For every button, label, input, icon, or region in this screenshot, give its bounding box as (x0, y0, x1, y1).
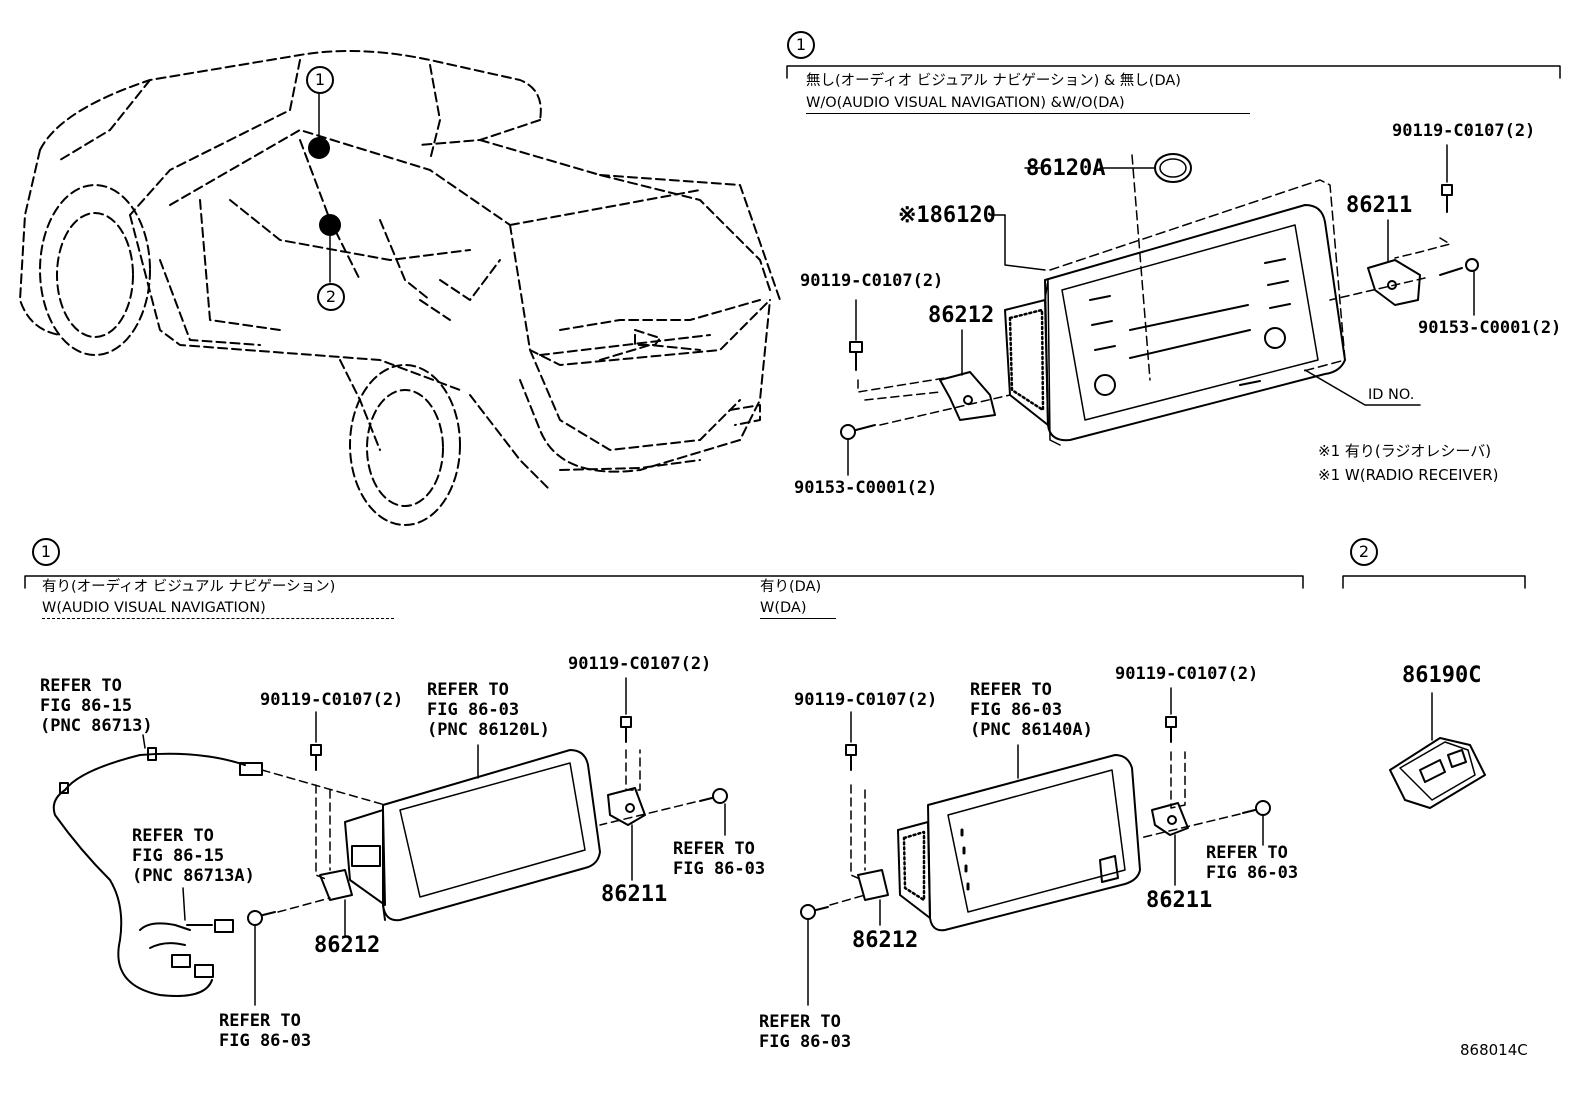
refer-unit-86140a: REFER TO FIG 86-03 (PNC 86140A) (970, 680, 1093, 740)
part-bracket-right-top: 86211 (1346, 193, 1413, 218)
refer-line: (PNC 86120L) (427, 720, 550, 740)
heading-en-nav: W(AUDIO VISUAL NAVIGATION) (42, 601, 394, 619)
screw-nav-right: 90119-C0107(2) (568, 654, 712, 674)
refer-line: FIG 86-15 (40, 696, 133, 716)
part-bracket-left-nav: 86212 (314, 933, 381, 958)
screw-top-left: 90119-C0107(2) (800, 271, 944, 291)
refer-line: REFER TO (40, 676, 122, 696)
screw-icon (1441, 144, 1453, 213)
callout-1-car: 1 (306, 66, 334, 94)
heading-jp-top: 無し(オーディオ ビジュアル ナビゲーション) & 無し(DA) (806, 73, 1181, 89)
refer-cable-86713a: REFER TO FIG 86-15 (PNC 86713A) (132, 826, 255, 886)
refer-line: REFER TO (673, 839, 755, 859)
part-usb-86190c: 86190C (1402, 663, 1482, 688)
note-en: ※1 W(RADIO RECEIVER) (1318, 466, 1499, 484)
refer-line: FIG 86-03 (219, 1031, 312, 1051)
id-number-label: ID NO. (1368, 387, 1415, 403)
bolt-top-left: 90153-C0001(2) (794, 478, 938, 498)
da-assembly (477, 687, 1271, 1006)
screw-icon (620, 677, 632, 743)
refer-line: FIG 86-03 (970, 700, 1063, 720)
receiver-assembly (840, 144, 1479, 476)
refer-line: (PNC 86713A) (132, 866, 255, 886)
callout-1-bottom: 1 (32, 538, 60, 566)
vehicle-drawing (19, 50, 781, 526)
part-receiver: ※186120 (898, 203, 996, 228)
refer-line: (PNC 86713) (40, 716, 153, 736)
nav-assembly (52, 677, 728, 1006)
figure-id: 868014C (1460, 1041, 1528, 1059)
refer-bolt-right-nav: REFER TO FIG 86-03 (673, 839, 765, 879)
refer-line: FIG 86-15 (132, 846, 225, 866)
heading-jp-nav: 有り(オーディオ ビジュアル ナビゲーション) (42, 579, 336, 595)
part-bracket-left-top: 86212 (928, 303, 995, 328)
refer-bolt-left-da: REFER TO FIG 86-03 (759, 1012, 851, 1052)
callout-2-bottom: 2 (1350, 538, 1378, 566)
refer-line: REFER TO (219, 1011, 301, 1031)
note-jp: ※1 有り(ラジオレシーバ) (1318, 442, 1492, 460)
part-knob: 86120A (1026, 156, 1106, 181)
screw-icon (1165, 687, 1177, 743)
refer-line: REFER TO (132, 826, 214, 846)
part-bracket-right-da: 86211 (1146, 888, 1213, 913)
screw-nav-left: 90119-C0107(2) (260, 690, 404, 710)
section-frames (24, 65, 1561, 589)
refer-line: (PNC 86140A) (970, 720, 1093, 740)
refer-line: REFER TO (427, 680, 509, 700)
heading-jp-da: 有り(DA) (760, 579, 822, 595)
callout-dot-2 (319, 214, 341, 236)
refer-line: FIG 86-03 (427, 700, 520, 720)
screw-top-right: 90119-C0107(2) (1392, 121, 1536, 141)
usb-port-assembly (1389, 692, 1486, 809)
bolt-icon (1242, 800, 1271, 846)
refer-line: REFER TO (1206, 843, 1288, 863)
bolt-icon (1439, 258, 1479, 316)
screw-icon (310, 711, 322, 771)
part-bracket-right-nav: 86211 (601, 882, 668, 907)
part-bracket-left-da: 86212 (852, 928, 919, 953)
bolt-icon (840, 424, 876, 476)
screw-da-left: 90119-C0107(2) (794, 690, 938, 710)
bolt-top-right: 90153-C0001(2) (1418, 318, 1562, 338)
refer-line: FIG 86-03 (1206, 863, 1299, 883)
heading-en-da: W(DA) (760, 601, 836, 619)
heading-en-top: W/O(AUDIO VISUAL NAVIGATION) &W/O(DA) (806, 96, 1250, 114)
refer-line: REFER TO (970, 680, 1052, 700)
refer-line: FIG 86-03 (759, 1032, 852, 1052)
refer-cable-86713: REFER TO FIG 86-15 (PNC 86713) (40, 676, 153, 736)
refer-line: FIG 86-03 (673, 859, 766, 879)
screw-icon (845, 711, 857, 771)
bolt-icon (800, 904, 829, 1006)
refer-line: REFER TO (759, 1012, 841, 1032)
bolt-icon (247, 910, 276, 1006)
bolt-icon (699, 788, 728, 836)
refer-unit-86120l: REFER TO FIG 86-03 (PNC 86120L) (427, 680, 550, 740)
refer-bolt-left-nav: REFER TO FIG 86-03 (219, 1011, 311, 1051)
callout-2-car: 2 (317, 283, 345, 311)
screw-da-right: 90119-C0107(2) (1115, 664, 1259, 684)
callout-1-top: 1 (787, 31, 815, 59)
callout-dot-1 (308, 137, 330, 159)
screw-icon (849, 299, 863, 371)
refer-bolt-right-da: REFER TO FIG 86-03 (1206, 843, 1298, 883)
